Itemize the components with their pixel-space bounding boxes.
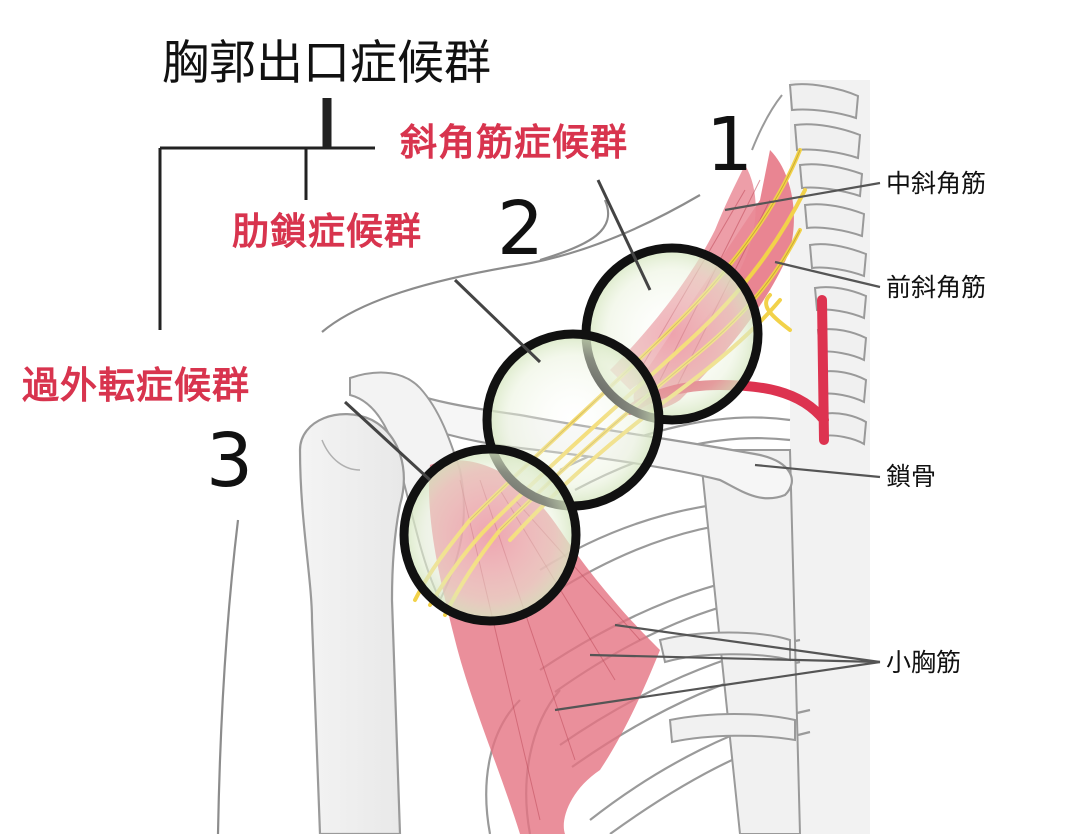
vertebrae [751, 83, 868, 446]
label-costoclavicular-syndrome: 肋鎖症候群 [232, 210, 422, 253]
anatomy-leader-lines [554, 181, 881, 712]
number-3: 3 [206, 418, 254, 504]
title-bracket [158, 98, 375, 330]
body-outline [216, 194, 701, 834]
label-anterior-scalene: 前斜角筋 [886, 273, 987, 302]
sternum [658, 449, 802, 834]
label-middle-scalene: 中斜角筋 [886, 169, 987, 198]
number-2: 2 [497, 186, 545, 272]
compression-circles [399, 243, 763, 626]
humerus [298, 413, 405, 834]
label-scalene-syndrome: 斜角筋症候群 [400, 121, 628, 164]
syndrome-leader-lines [343, 179, 652, 482]
label-pectoralis-minor: 小胸筋 [886, 648, 962, 677]
label-hyperabduction-syndrome: 過外転症候群 [22, 364, 250, 407]
circle-site-3 [399, 444, 581, 626]
number-1: 1 [706, 102, 754, 188]
page-title: 胸郭出口症候群 [162, 36, 491, 91]
label-clavicle: 鎖骨 [886, 462, 937, 491]
